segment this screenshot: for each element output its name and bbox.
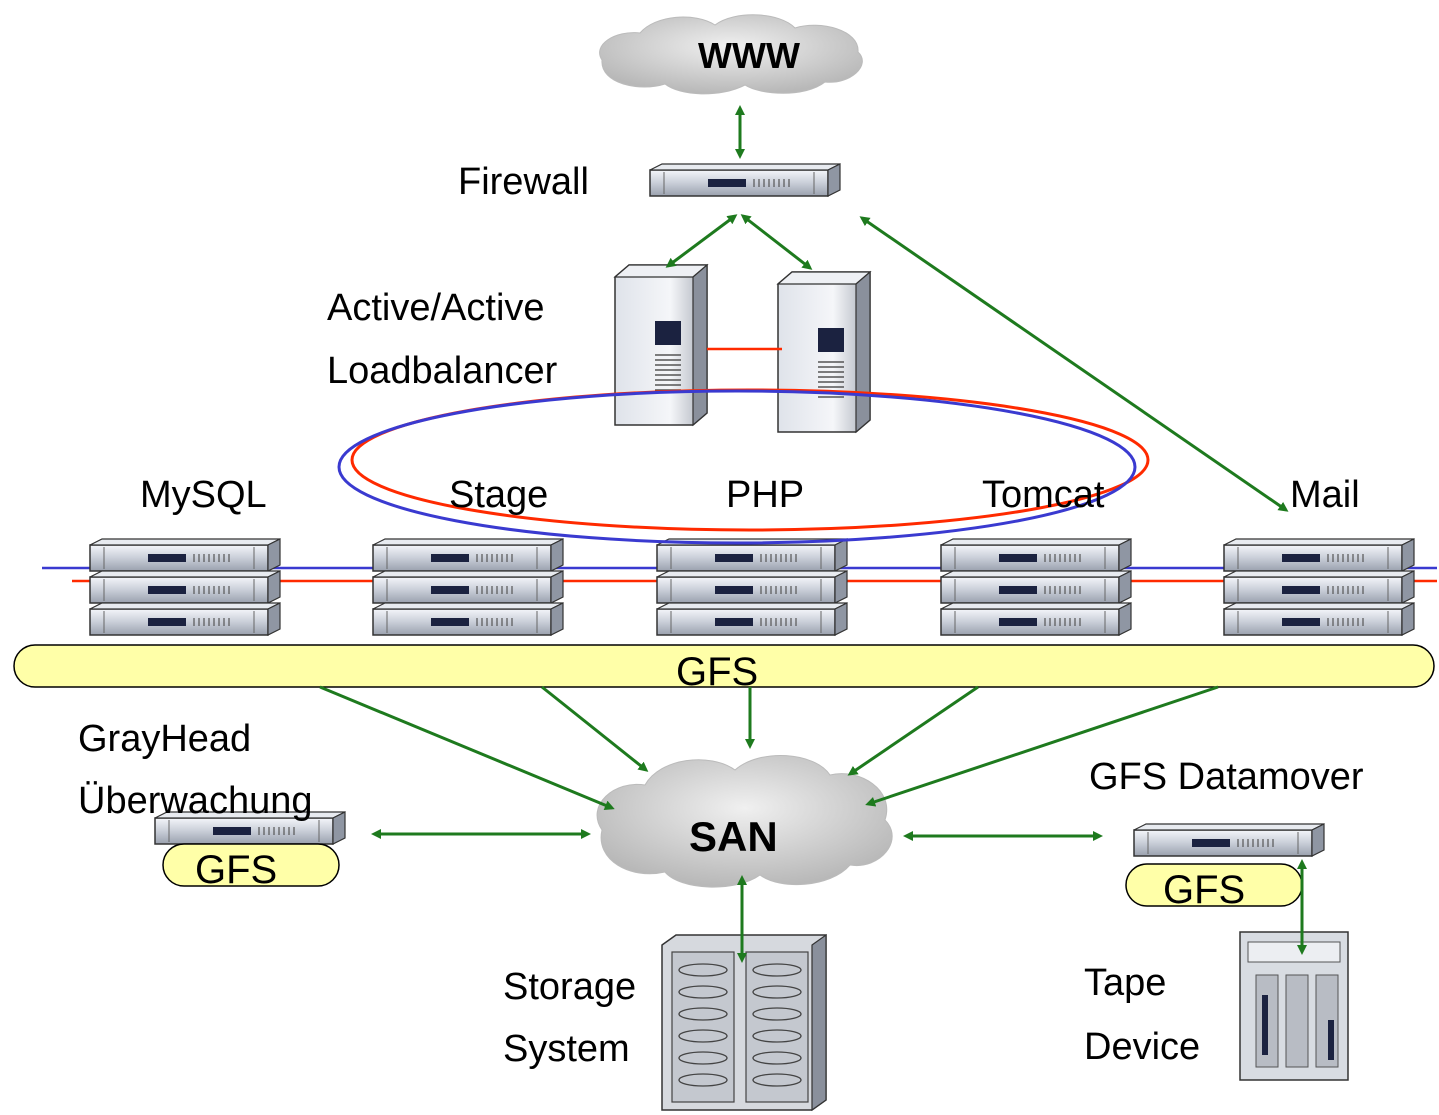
grayhead-label-line1: GrayHead	[78, 718, 252, 760]
gfs-bus-label: GFS	[676, 650, 759, 694]
tape-device-icon	[1239, 931, 1349, 1081]
cluster-ring-blue	[337, 389, 1137, 545]
gfs-bus	[13, 644, 1435, 688]
arrow-firewall-lb1	[665, 214, 738, 268]
arrow-gfs-san-2	[541, 685, 649, 772]
gfs-datamover-label: GFS	[1163, 868, 1246, 912]
gfs-grayhead-label: GFS	[195, 848, 278, 892]
storage-label-line2: System	[503, 1028, 630, 1070]
loadbalancer-label-line1: Active/Active	[327, 287, 545, 329]
arrow-gfs-san-1	[319, 685, 615, 810]
server-stack-php	[656, 538, 848, 636]
server-stack-tomcat	[940, 538, 1132, 636]
server-stack-mail	[1223, 538, 1415, 636]
firewall-label: Firewall	[458, 161, 589, 203]
loadbalancer-label-line2: Loadbalancer	[327, 350, 558, 392]
arrow-firewall-mail	[859, 216, 1289, 512]
gfs-grayhead-box	[162, 843, 340, 887]
www-cloud	[599, 14, 863, 95]
connection-arrows	[319, 105, 1307, 963]
tape-label-line2: Device	[1084, 1026, 1201, 1068]
storage-label-line1: Storage	[503, 966, 637, 1008]
firewall-device	[649, 163, 841, 197]
arrow-gfs-san-4	[847, 685, 979, 776]
mysql-label: MySQL	[140, 474, 267, 516]
php-label: PHP	[726, 474, 805, 516]
datamover-label: GFS Datamover	[1089, 756, 1364, 798]
arrow-gfs-san-5	[865, 685, 1219, 807]
tape-label-line1: Tape	[1084, 962, 1167, 1004]
grayhead-label-line2: Überwachung	[78, 780, 313, 822]
san-cloud	[596, 754, 893, 888]
arrow-firewall-lb2	[740, 214, 813, 270]
tomcat-label: Tomcat	[982, 474, 1105, 516]
server-stack-stage	[372, 538, 564, 636]
server-stack-mysql	[89, 538, 281, 636]
san-label: SAN	[689, 813, 778, 860]
mail-label: Mail	[1290, 474, 1360, 516]
loadbalancer-server-2	[777, 271, 871, 433]
www-label: WWW	[698, 35, 800, 76]
stage-label: Stage	[449, 474, 549, 516]
loadbalancer-server-1	[614, 264, 708, 426]
storage-system-icon	[661, 933, 827, 1112]
datamover-device	[1133, 823, 1325, 857]
